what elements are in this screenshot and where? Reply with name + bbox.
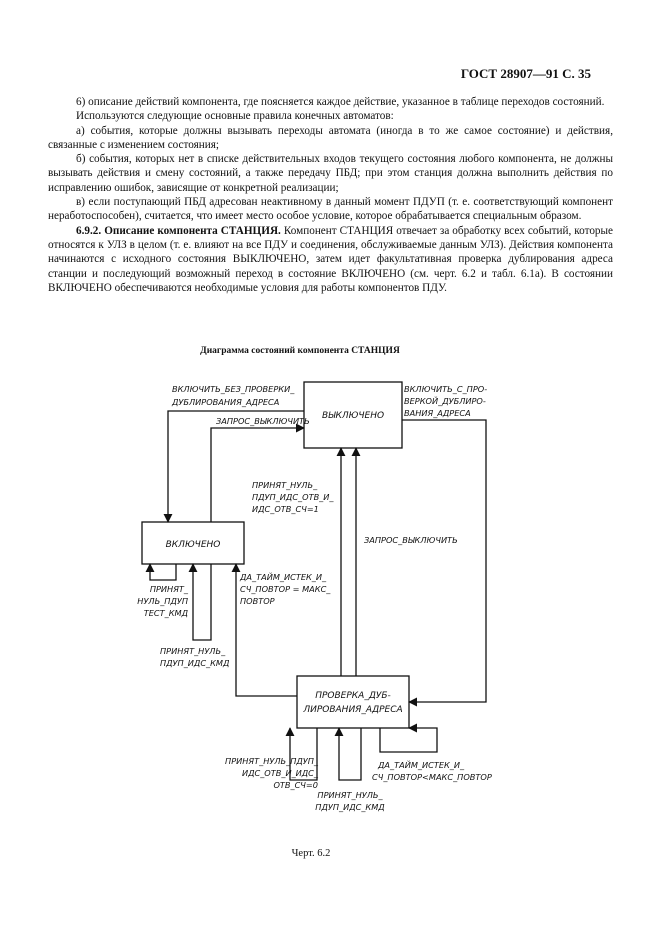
label-check-loop-ids: ПРИНЯТ_НУЛЬ_: [317, 790, 383, 800]
label-on-loop-test: ПРИНЯТ_: [150, 584, 189, 594]
state-check-box: [296, 675, 410, 729]
figure-caption: Черт. 6.2: [291, 848, 331, 859]
page-header: ГОСТ 28907—91 С. 35: [460, 66, 591, 81]
paragraph-station: 6.9.2. Описание компонента СТАНЦИЯ. Комп…: [48, 224, 613, 295]
loop-check-ids: [334, 727, 362, 781]
label-timeout-max: ДА_ТАЙМ_ИСТЕК_И_: [239, 571, 327, 582]
state-check-label-2: ЛИРОВАНИЯ_АДРЕСА: [302, 705, 402, 715]
section-body: Компонент СТАНЦИЯ отвечает за обработку …: [48, 224, 613, 294]
label-check-loop-sch0: ОТВ_СЧ=0: [273, 780, 318, 790]
state-off-label: ВЫКЛЮЧЕНО: [322, 411, 384, 421]
loop-check-sch0: [285, 727, 318, 781]
label-request-off-right: ЗАПРОС_ВЫКЛЮЧИТЬ: [364, 535, 458, 545]
arrow-request-off-from-on: [210, 423, 305, 522]
loop-check-timeout: [379, 723, 438, 753]
paragraph: Используются следующие основные правила …: [76, 110, 394, 123]
label-recv-null-sch1: ПДУП_ИДС_ОТВ_И_: [252, 492, 334, 502]
body-text: 6) описание действий компонента, где поя…: [48, 95, 613, 295]
arrow-on-with-check: [402, 419, 487, 707]
state-check-label-1: ПРОВЕРКА_ДУБ-: [315, 691, 391, 701]
label-on-loop-ids: ПДУП_ИДС_КМД: [160, 658, 230, 668]
label-on-without-check: ВКЛЮЧИТЬ_БЕЗ_ПРОВЕРКИ_: [172, 384, 295, 394]
loop-on-test: [145, 563, 177, 581]
label-on-without-check: ДУБЛИРОВАНИЯ_АДРЕСА: [171, 397, 280, 407]
paragraph: а) события, которые должны вызывать пере…: [48, 124, 613, 151]
label-check-loop-timeout: ДА_ТАЙМ_ИСТЕК_И_: [377, 759, 465, 770]
label-on-loop-test: НУЛЬ_ПДУП: [137, 596, 188, 606]
label-on-loop-ids: ПРИНЯТ_НУЛЬ_: [160, 646, 226, 656]
state-diagram: ВЫКЛЮЧЕНО ВКЛЮЧЕНО ПРОВЕРКА_ДУБ- ЛИРОВАН…: [137, 381, 492, 812]
paragraph: б) события, которых нет в списке действи…: [48, 153, 613, 194]
label-on-loop-test: ТЕСТ_КМД: [144, 608, 189, 618]
state-on-label: ВКЛЮЧЕНО: [166, 540, 221, 550]
label-request-off-top: ЗАПРОС_ВЫКЛЮЧИТЬ: [216, 416, 310, 426]
label-recv-null-sch1: ПРИНЯТ_НУЛЬ_: [252, 480, 318, 490]
label-on-with-check: ВАНИЯ_АДРЕСА: [404, 408, 471, 418]
label-on-with-check: ВЕРКОЙ_ДУБЛИРО-: [404, 395, 486, 406]
label-timeout-max: СЧ_ПОВТОР = МАКС_: [240, 584, 331, 594]
section-heading: 6.9.2. Описание компонента СТАНЦИЯ.: [76, 224, 281, 237]
label-check-loop-timeout: СЧ_ПОВТОР<МАКС_ПОВТОР: [372, 772, 492, 782]
label-timeout-max: ПОВТОР: [240, 596, 275, 606]
diagram-title: Диаграмма состояний компонента СТАНЦИЯ: [200, 346, 400, 356]
paragraph: 6) описание действий компонента, где поя…: [76, 96, 605, 108]
loop-on-ids: [188, 563, 212, 641]
paragraph: в) если поступающий ПБД адресован неакти…: [48, 196, 613, 223]
arrow-timeout-max: [231, 563, 297, 697]
label-check-loop-sch0: ИДС_ОТВ_И_ИДС_: [242, 768, 319, 778]
label-check-loop-ids: ПДУП_ИДС_КМД: [315, 802, 385, 812]
arrow-on-without-check: [163, 410, 304, 523]
label-check-loop-sch0: ПРИНЯТ_НУЛЬ_ПДУП_: [225, 756, 319, 766]
label-recv-null-sch1: ИДС_ОТВ_СЧ=1: [252, 504, 319, 514]
label-on-with-check: ВКЛЮЧИТЬ_С_ПРО-: [404, 384, 487, 394]
